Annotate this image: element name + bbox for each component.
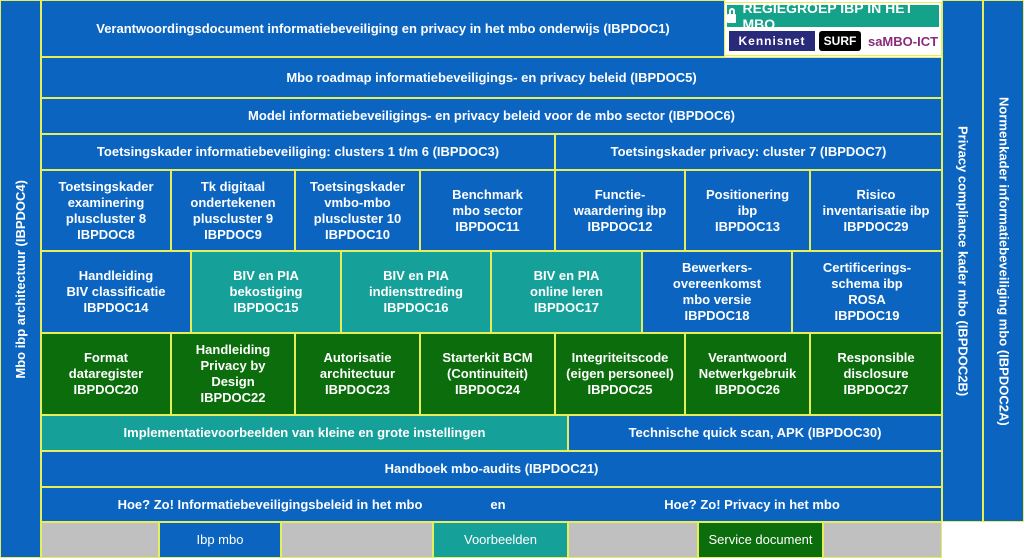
doc-label: Positionering ibp IBPDOC13 bbox=[705, 186, 790, 234]
doc-label: BIV en PIA online leren IBPDOC17 bbox=[530, 268, 603, 315]
doc-label: Integriteitscode (eigen personeel) IBPDO… bbox=[566, 350, 674, 397]
doc-label: Tk digitaal ondertekenen pluscluster 9 I… bbox=[190, 178, 276, 242]
hoezo-infobeveiliging: Hoe? Zo! Informatiebeveiligingsbeleid in… bbox=[117, 496, 423, 512]
doc-label: Bewerkers- overeenkomst mbo versie IBPDO… bbox=[672, 260, 762, 323]
doc-ibpdoc30-label: Technische quick scan, APK (IBPDOC30) bbox=[628, 425, 882, 440]
implementatievoorbeelden: Implementatievoorbeelden van kleine en g… bbox=[41, 415, 568, 451]
doc-ibpdoc10: Toetsingskader vmbo-mbo pluscluster 10 I… bbox=[295, 170, 420, 251]
doc-ibpdoc1-label: Verantwoordingsdocument informatiebeveil… bbox=[96, 20, 670, 36]
implementatievoorbeelden-label: Implementatievoorbeelden van kleine en g… bbox=[123, 425, 486, 440]
doc-label: Autorisatie architectuur IBPDOC23 bbox=[319, 350, 396, 397]
doc-ibpdoc16: BIV en PIA indiensttreding IBPDOC16 bbox=[341, 251, 491, 333]
doc-label: Toetsingskader vmbo-mbo pluscluster 10 I… bbox=[309, 178, 406, 242]
doc-ibpdoc5-label: Mbo roadmap informatiebeveiligings- en p… bbox=[286, 69, 697, 85]
doc-ibpdoc5: Mbo roadmap informatiebeveiligings- en p… bbox=[41, 57, 942, 98]
side-right-privacy-compliance: Privacy compliance kader mbo (IBPDOC2B) bbox=[942, 0, 983, 522]
legend-spacer-3 bbox=[568, 522, 698, 558]
doc-ibpdoc27: Responsible disclosure IBPDOC27 bbox=[810, 333, 942, 415]
legend-spacer-1 bbox=[41, 522, 159, 558]
doc-label: Risico inventarisatie ibp IBPDOC29 bbox=[822, 186, 930, 234]
doc-ibpdoc26: Verantwoord Netwerkgebruik IBPDOC26 bbox=[685, 333, 810, 415]
kennisnet-logo: Kennisnet bbox=[729, 31, 815, 51]
doc-label: Toetsingskader examinering pluscluster 8… bbox=[58, 178, 154, 242]
doc-label: Handleiding BIV classificatie IBPDOC14 bbox=[66, 268, 166, 315]
doc-ibpdoc24: Starterkit BCM (Continuiteit) IBPDOC24 bbox=[420, 333, 555, 415]
doc-ibpdoc30: Technische quick scan, APK (IBPDOC30) bbox=[568, 415, 942, 451]
legend-service-document: Service document bbox=[698, 522, 823, 558]
legend-spacer-2 bbox=[281, 522, 433, 558]
side-left-label: Mbo ibp architectuur (IBPDOC4) bbox=[12, 179, 28, 379]
doc-label: Handleiding Privacy by Design IBPDOC22 bbox=[195, 342, 271, 405]
doc-label: Responsible disclosure IBPDOC27 bbox=[837, 350, 915, 397]
doc-ibpdoc7-label: Toetsingskader privacy: cluster 7 (IBPDO… bbox=[610, 144, 887, 159]
doc-ibpdoc1: Verantwoordingsdocument informatiebeveil… bbox=[41, 0, 725, 57]
legend-service-label: Service document bbox=[708, 532, 813, 547]
side-right-normenkader: Normenkader informatiebeveiliging mbo (I… bbox=[983, 0, 1024, 522]
doc-ibpdoc12: Functie- waardering ibp IBPDOC12 bbox=[555, 170, 685, 251]
logo-title: REGIEGROEP IBP IN HET MBO bbox=[727, 0, 939, 32]
legend-ibp-mbo: Ibp mbo bbox=[159, 522, 281, 558]
doc-ibpdoc9: Tk digitaal ondertekenen pluscluster 9 I… bbox=[171, 170, 295, 251]
hoezo-en: en bbox=[490, 496, 506, 512]
legend-voorbeelden: Voorbeelden bbox=[433, 522, 568, 558]
doc-ibpdoc22: Handleiding Privacy by Design IBPDOC22 bbox=[171, 333, 295, 415]
doc-label: BIV en PIA bekostiging IBPDOC15 bbox=[229, 268, 303, 315]
sambo-ict-logo: saMBO-ICT bbox=[867, 33, 939, 49]
doc-label: Benchmark mbo sector IBPDOC11 bbox=[452, 186, 523, 234]
side-right2-label: Normenkader informatiebeveiliging mbo (I… bbox=[996, 96, 1012, 426]
doc-ibpdoc25: Integriteitscode (eigen personeel) IBPDO… bbox=[555, 333, 685, 415]
doc-label: Verantwoord Netwerkgebruik IBPDOC26 bbox=[698, 350, 797, 397]
doc-ibpdoc29: Risico inventarisatie ibp IBPDOC29 bbox=[810, 170, 942, 251]
logo-title-text: REGIEGROEP IBP IN HET MBO bbox=[742, 0, 914, 32]
surf-logo: SURF bbox=[819, 31, 861, 51]
regiegroep-logo: REGIEGROEP IBP IN HET MBO Kennisnet SURF… bbox=[724, 0, 942, 56]
doc-ibpdoc19: Certificerings- schema ibp ROSA IBPDOC19 bbox=[792, 251, 942, 333]
doc-ibpdoc8: Toetsingskader examinering pluscluster 8… bbox=[41, 170, 171, 251]
doc-label: Functie- waardering ibp IBPDOC12 bbox=[573, 186, 667, 234]
hoezo-privacy: Hoe? Zo! Privacy in het mbo bbox=[664, 496, 840, 512]
doc-ibpdoc21: Handboek mbo-audits (IBPDOC21) bbox=[41, 451, 942, 487]
side-right1-label: Privacy compliance kader mbo (IBPDOC2B) bbox=[955, 125, 971, 397]
doc-label: BIV en PIA indiensttreding IBPDOC16 bbox=[369, 268, 463, 315]
doc-label: Format dataregister IBPDOC20 bbox=[68, 350, 144, 397]
doc-ibpdoc14: Handleiding BIV classificatie IBPDOC14 bbox=[41, 251, 191, 333]
doc-ibpdoc6-label: Model informatiebeveiligings- en privacy… bbox=[248, 108, 735, 123]
doc-ibpdoc21-label: Handboek mbo-audits (IBPDOC21) bbox=[384, 461, 599, 476]
doc-ibpdoc6: Model informatiebeveiligings- en privacy… bbox=[41, 98, 942, 134]
doc-ibpdoc15: BIV en PIA bekostiging IBPDOC15 bbox=[191, 251, 341, 333]
doc-ibpdoc3: Toetsingskader informatiebeveiliging: cl… bbox=[41, 134, 555, 170]
doc-label: Starterkit BCM (Continuiteit) IBPDOC24 bbox=[442, 350, 533, 397]
doc-ibpdoc20: Format dataregister IBPDOC20 bbox=[41, 333, 171, 415]
legend-spacer-4 bbox=[823, 522, 942, 558]
hoezo-row: Hoe? Zo! Informatiebeveiligingsbeleid in… bbox=[41, 487, 942, 522]
doc-ibpdoc11: Benchmark mbo sector IBPDOC11 bbox=[420, 170, 555, 251]
doc-ibpdoc23: Autorisatie architectuur IBPDOC23 bbox=[295, 333, 420, 415]
doc-ibpdoc7: Toetsingskader privacy: cluster 7 (IBPDO… bbox=[555, 134, 942, 170]
lock-icon bbox=[727, 7, 737, 23]
legend-voorbeelden-label: Voorbeelden bbox=[463, 532, 537, 547]
corner-blank bbox=[942, 522, 1024, 558]
side-left-architecture: Mbo ibp architectuur (IBPDOC4) bbox=[0, 0, 41, 558]
doc-ibpdoc18: Bewerkers- overeenkomst mbo versie IBPDO… bbox=[642, 251, 792, 333]
doc-ibpdoc3-label: Toetsingskader informatiebeveiliging: cl… bbox=[96, 144, 500, 159]
doc-label: Certificerings- schema ibp ROSA IBPDOC19 bbox=[822, 260, 912, 323]
legend-ibp-label: Ibp mbo bbox=[196, 532, 244, 547]
doc-ibpdoc17: BIV en PIA online leren IBPDOC17 bbox=[491, 251, 642, 333]
doc-ibpdoc13: Positionering ibp IBPDOC13 bbox=[685, 170, 810, 251]
